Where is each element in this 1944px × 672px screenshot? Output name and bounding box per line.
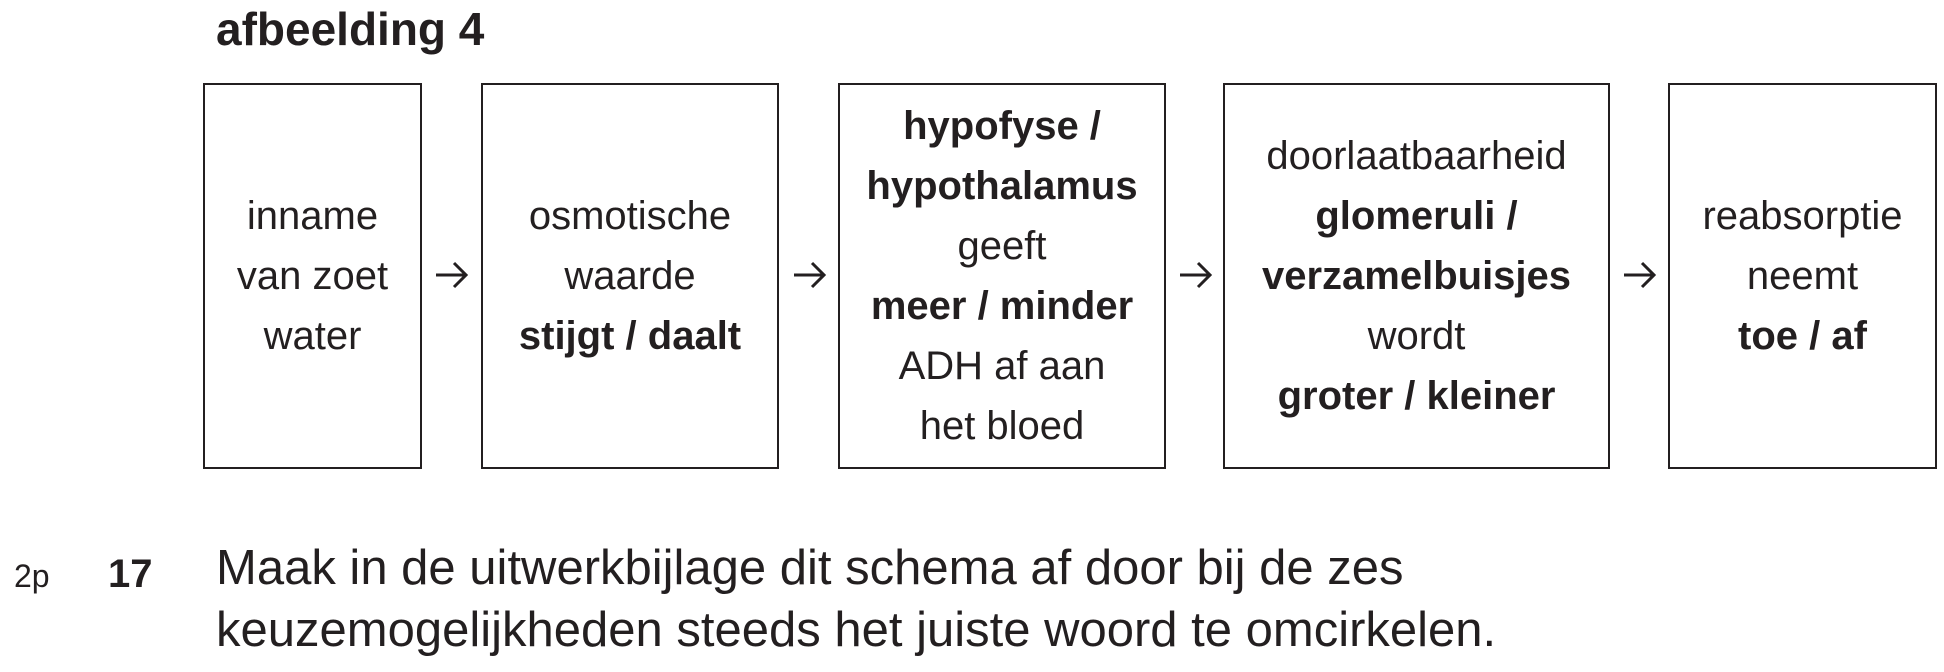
question-text-line: Maak in de uitwerkbijlage dit schema af …	[216, 541, 1404, 595]
box-text-line: het bloed	[919, 404, 1085, 448]
box-text-line: verzamelbuisjes	[1261, 254, 1572, 298]
question-points: 2p	[14, 558, 50, 594]
question-number: 17	[108, 552, 153, 596]
right-arrow-icon	[1620, 255, 1660, 295]
question-text: Maak in de uitwerkbijlage dit schema af …	[216, 537, 1496, 661]
box-text-line: van zoet	[236, 254, 389, 298]
box-text-line: meer / minder	[870, 284, 1134, 328]
schema-box-adh: hypofyse / hypothalamus geeft meer / minder…	[838, 83, 1166, 469]
box-text-line: ADH af aan	[898, 344, 1106, 388]
box-text-line: osmotische	[528, 194, 732, 238]
right-arrow-icon	[1176, 255, 1216, 295]
box-text-line: waarde	[564, 254, 696, 298]
schema-box-intake: inname van zoet water	[203, 83, 422, 469]
box-text-line: toe / af	[1738, 314, 1867, 358]
figure-title: afbeelding 4	[216, 3, 485, 55]
schema-box-reabsorption: reabsorptie neemt toe / af	[1668, 83, 1937, 469]
box-text-line: groter / kleiner	[1277, 374, 1556, 418]
box-text-line: doorlaatbaarheid	[1266, 134, 1567, 178]
box-text-line: neemt	[1746, 254, 1859, 298]
schema-box-permeability: doorlaatbaarheid glomeruli / verzamelbuisj…	[1223, 83, 1610, 469]
box-text-line: glomeruli /	[1315, 194, 1518, 238]
right-arrow-icon	[432, 255, 472, 295]
box-text-line: wordt	[1367, 314, 1466, 358]
question-text-line: keuzemogelijkheden steeds het juiste woo…	[216, 603, 1497, 657]
box-text-line: inname	[246, 194, 379, 238]
box-text-line: geeft	[957, 224, 1047, 268]
box-text-line: reabsorptie	[1702, 194, 1903, 238]
box-text-line: stijgt / daalt	[518, 314, 742, 358]
box-text-line: hypothalamus	[866, 164, 1138, 208]
right-arrow-icon	[790, 255, 830, 295]
box-text-line: hypofyse /	[903, 104, 1101, 148]
schema-box-osmotic-value: osmotische waarde stijgt / daalt	[481, 83, 779, 469]
box-text-line: water	[263, 314, 362, 358]
